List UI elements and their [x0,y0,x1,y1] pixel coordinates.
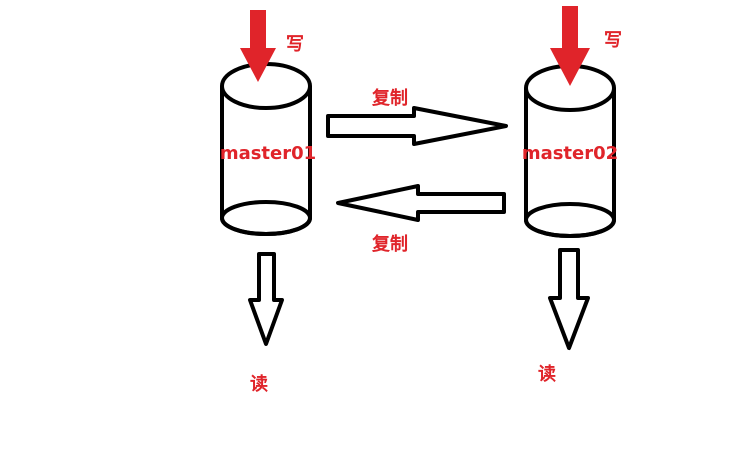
read-label-master02: 读 [538,363,556,385]
cylinder-master01 [220,62,312,236]
cylinder-master02-body [524,88,616,220]
read-arrow-master01 [248,252,284,346]
node-label-master02: master02 [522,143,618,164]
cylinder-master02-bottom-rim [524,202,616,238]
write-label-master02: 写 [604,30,622,51]
read-label-master01: 读 [250,373,268,395]
replicate-arrow-right [326,106,508,146]
cylinder-master01-top [220,62,312,110]
replicate-label-top: 复制 [371,87,408,109]
cylinder-master01-bottom-rim [220,200,312,236]
cylinder-master01-bottom [220,217,312,236]
cylinder-master02-bottom [524,219,616,238]
write-arrow-master02 [550,6,590,86]
cylinder-master01-body [220,86,312,218]
replicate-arrow-left [336,184,506,222]
node-label-master01: master01 [220,143,316,164]
cylinder-master02 [524,64,616,238]
replicate-label-bottom: 复制 [371,233,408,255]
write-label-master01: 写 [286,34,304,55]
write-arrow-master01 [240,10,276,82]
read-arrow-master02 [548,248,590,350]
